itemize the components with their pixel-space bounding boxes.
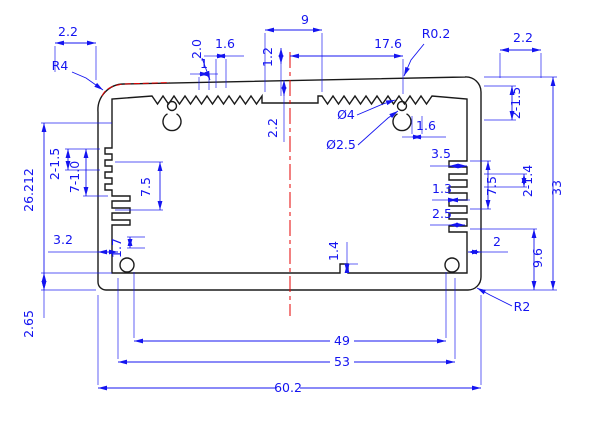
dim-label-boss-outer-dia: Ø4 xyxy=(337,107,355,122)
screw-boss-right-hole xyxy=(396,100,408,112)
dim-label-fin-length: 3.5 xyxy=(431,146,451,161)
foot-channel-right xyxy=(444,257,460,273)
dim-label-mid-width: 53 xyxy=(334,354,350,369)
dim-label-left-rib: 1.7 xyxy=(109,238,124,258)
dim-label-lower-fin: 2.5 xyxy=(432,206,452,221)
dim-label-boss-gap: 1.6 xyxy=(416,118,436,133)
dim-label-fin-pitch: 2-1.4 xyxy=(520,165,535,197)
centerline-group xyxy=(101,52,291,316)
dim-label-boss-offset: 17.6 xyxy=(374,36,402,51)
profile-outer-shell xyxy=(97,76,482,291)
dimension-line xyxy=(356,99,396,116)
foot-channel-left xyxy=(119,257,135,273)
dim-label-tooth-pitch: 1.6 xyxy=(215,36,235,51)
dim-label-overall-height: 33 xyxy=(549,180,564,196)
dim-label-left-bottom-wall: 3.2 xyxy=(53,232,73,247)
dim-label-left-feature-height: 26.212 xyxy=(21,168,36,212)
dimension-lines xyxy=(41,27,556,391)
dim-label-radius-4: R4 xyxy=(52,58,69,73)
dim-label-left-slots: 2-1.5 xyxy=(47,148,62,180)
dim-label-radius-02: R0.2 xyxy=(422,26,451,41)
dim-label-lower-right-height: 9.6 xyxy=(530,248,545,268)
dim-label-bottom-wall: 2.65 xyxy=(21,310,36,338)
dim-label-boss-hole-dia: Ø2.5 xyxy=(326,137,356,152)
dim-label-top-right-wall: 2.2 xyxy=(513,30,533,45)
dim-label-top-left-wall: 2.2 xyxy=(58,24,78,39)
dim-label-fin-gap: 1.3 xyxy=(432,181,452,196)
dim-label-tooth-width: 1 xyxy=(200,56,208,71)
profile-inner-cavity xyxy=(104,93,468,274)
dim-label-right-slots: 2-1.5 xyxy=(508,87,523,119)
dim-label-slot-depth: 1.2 xyxy=(260,47,275,67)
marked-surface-red-dashed xyxy=(101,82,171,97)
dim-label-left-grooves: 7-1.0 xyxy=(67,161,82,193)
dim-label-floor-rib: 1.4 xyxy=(326,241,341,261)
screw-boss-left-outer xyxy=(162,113,182,132)
dimension-line xyxy=(403,43,425,77)
dim-label-tooth-depth: 2.0 xyxy=(189,39,204,59)
dim-label-inner-width: 49 xyxy=(334,333,350,348)
dim-label-right-wall: 2 xyxy=(493,234,501,249)
dim-label-right-guide-span: 7.5 xyxy=(484,176,499,196)
screw-boss-left xyxy=(162,100,182,132)
screw-boss-right-outer xyxy=(392,113,412,132)
dim-label-radius-2: R2 xyxy=(514,299,531,314)
dimension-labels: 9 2.2 R4 2.0 1.6 1 1.2 17.6 R0.2 2.2 2-1… xyxy=(21,12,564,395)
dimension-line xyxy=(71,71,104,91)
dim-label-top-slot: 9 xyxy=(301,12,309,27)
dim-label-center-top-wall: 2.2 xyxy=(265,118,280,138)
screw-boss-right xyxy=(392,100,412,132)
profile-outline xyxy=(97,76,482,291)
dimension-line xyxy=(476,287,513,307)
dim-label-left-guide-span: 7.5 xyxy=(138,177,153,197)
dim-label-overall-width: 60.2 xyxy=(274,380,302,395)
screw-boss-left-hole xyxy=(166,100,178,112)
dimension-line xyxy=(357,110,399,146)
